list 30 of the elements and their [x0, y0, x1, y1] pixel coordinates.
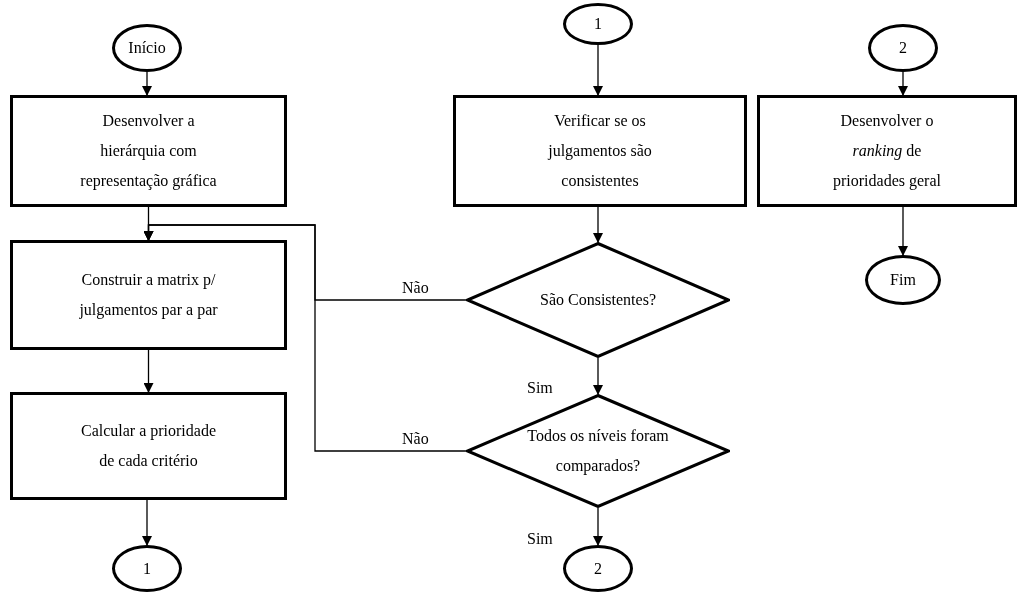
arrow — [142, 499, 152, 546]
process-box — [453, 95, 747, 207]
decision-diamond — [466, 242, 730, 358]
arrow — [593, 206, 603, 243]
node-text: Desenvolver o ranking de prioridades geral — [832, 111, 942, 192]
process-box — [757, 95, 1017, 207]
arrow — [593, 507, 603, 546]
arrow — [898, 206, 908, 256]
arrow — [593, 44, 603, 96]
node-text: Fim — [890, 270, 916, 290]
process-box — [10, 392, 287, 500]
node-text: Início — [128, 38, 166, 58]
arrow — [143, 224, 467, 452]
node-text: Construir a matrix p/ julgamentos par a par — [78, 270, 219, 321]
decision-diamond — [466, 394, 730, 508]
arrow — [142, 71, 152, 96]
node-text: 1 — [143, 558, 151, 579]
process-box — [10, 240, 287, 350]
process-box — [10, 95, 287, 207]
node-text: São Consistentes? — [540, 290, 656, 310]
node-text: Calcular a prioridade de cada critério — [79, 421, 217, 471]
arrow — [898, 71, 908, 96]
node-text: 1 — [594, 14, 602, 34]
arrow — [593, 357, 603, 395]
node-text: 2 — [899, 38, 907, 58]
arrow — [143, 349, 154, 393]
node-text: Todos os níveis foram comparados? — [526, 426, 670, 477]
node-text: Desenvolver a hierárquia com representação gráfica — [79, 111, 218, 192]
node-text: Verificar se os julgamentos são consistentes — [546, 111, 653, 191]
node-text: 2 — [594, 558, 602, 579]
